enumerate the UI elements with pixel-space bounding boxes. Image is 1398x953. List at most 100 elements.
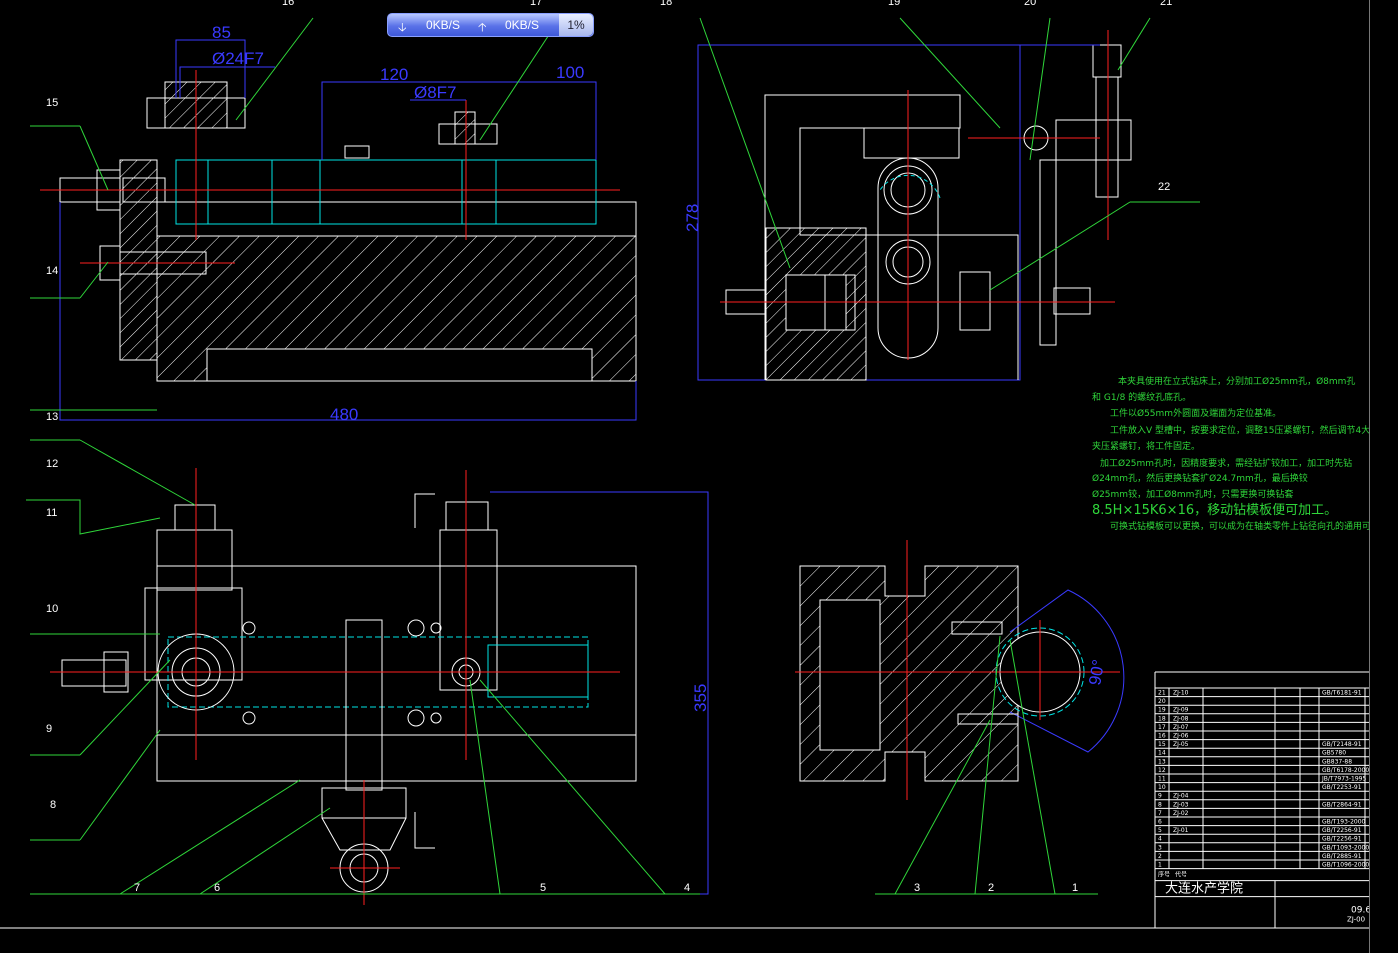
bom-seq-header: 序号 [1158, 871, 1170, 879]
bom-row-no: 12 [1158, 767, 1166, 774]
part-label-1: 1 [1072, 882, 1078, 894]
bom-row-code: ZJ-03 [1173, 801, 1189, 808]
cpu-percent: 1% [559, 14, 593, 36]
technical-notes: 本夹具使用在立式钻床上，分别加工Ø25mm孔，Ø8mm孔 和 G1/8 的螺纹孔… [1092, 375, 1398, 532]
bom-row-no: 20 [1158, 698, 1166, 705]
part-label-21: 21 [1160, 0, 1172, 8]
part-label-14: 14 [46, 265, 58, 277]
dim-8f7: Ø8F7 [414, 83, 457, 102]
dim-120: 120 [380, 65, 408, 84]
bom-row-code: ZJ-05 [1173, 741, 1189, 748]
dim-278: 278 [683, 204, 702, 232]
bom-row-standard: GB/T2148-91 [1322, 741, 1362, 748]
bom-row-no: 18 [1158, 715, 1166, 722]
top-view [26, 439, 709, 905]
bom-row-standard: GB/T6181-91 [1322, 690, 1362, 697]
dim-100: 100 [556, 63, 584, 82]
bom-row-code: ZJ-10 [1173, 690, 1189, 697]
bom-row-standard: GB/T2253-91 [1322, 784, 1362, 791]
note-line-1: 本夹具使用在立式钻床上，分别加工Ø25mm孔，Ø8mm孔 [1118, 375, 1355, 387]
right-scroll-strip[interactable] [1369, 0, 1398, 953]
part-label-16: 16 [282, 0, 294, 8]
part-label-13: 13 [46, 411, 58, 423]
bom-row-no: 11 [1158, 776, 1166, 783]
bom-row-standard: GB/T6178-2000 [1322, 767, 1369, 774]
bom-row-standard: GB837-88 [1322, 758, 1352, 765]
part-label-19: 19 [888, 0, 900, 8]
bom-row-standard: GB/T2256-91 [1322, 836, 1362, 843]
part-label-3: 3 [914, 882, 920, 894]
bom-row-code: ZJ-08 [1173, 715, 1189, 722]
bom-row-no: 13 [1158, 758, 1166, 765]
bom-row-no: 3 [1158, 844, 1162, 851]
bom-row-no: 16 [1158, 733, 1166, 740]
bom-row-standard: JB/T7973-1995 [1321, 776, 1366, 783]
bom-row-no: 14 [1158, 750, 1166, 757]
bom-row-no: 4 [1158, 836, 1162, 843]
bom-row-standard: GB5780 [1322, 750, 1346, 757]
dim-90-deg: 90° [1085, 658, 1108, 687]
part-label-2: 2 [988, 882, 994, 894]
note-line-6: 加工Ø25mm孔时，因精度要求，需经钻扩铰加工，加工时先钻 [1100, 457, 1352, 469]
note-line-5: 夹压紧螺钉，将工件固定。 [1092, 440, 1200, 452]
part-label-18: 18 [660, 0, 672, 8]
bom-row-standard: GB/T2864-91 [1322, 801, 1362, 808]
bom-row-code: ZJ-06 [1173, 733, 1189, 740]
bom-row-standard: GB/T2256-91 [1322, 827, 1362, 834]
bom-row-no: 8 [1158, 801, 1162, 808]
note-line-9: 8.5H×15K6×16，移动钻模板便可加工。 [1092, 503, 1337, 518]
note-line-2: 和 G1/8 的螺纹孔底孔。 [1092, 391, 1191, 403]
bom-row-code: ZJ-02 [1173, 810, 1189, 817]
note-line-4: 工件放入V 型槽中，按要求定位，调整15压紧螺钉，然后调节4大滑 [1110, 424, 1379, 436]
front-view [30, 17, 637, 421]
bom-row-no: 17 [1158, 724, 1166, 731]
bom-row-standard: GB/T1093-2000 [1322, 844, 1369, 851]
bom-row-code: ZJ-04 [1173, 793, 1189, 800]
download-arrow-icon: 🡣 [398, 20, 407, 34]
bom-row-no: 7 [1158, 810, 1162, 817]
part-label-11: 11 [46, 507, 57, 519]
part-label-7: 7 [134, 882, 140, 894]
bom-row-code: ZJ-09 [1173, 707, 1189, 714]
part-label-20: 20 [1024, 0, 1036, 8]
note-line-3: 工件以Ø55mm外圆面及端面为定位基准。 [1110, 407, 1281, 419]
part-label-6: 6 [214, 882, 220, 894]
drawing-number: ZJ-00 [1347, 916, 1365, 924]
part-label-10: 10 [46, 603, 58, 615]
part-label-4: 4 [684, 882, 690, 894]
part-label-12: 12 [46, 458, 58, 470]
bom-row-code: ZJ-01 [1173, 827, 1189, 834]
note-line-10: 可换式钻模板可以更换，可以成为在轴类零件上钻径向孔的通用可调夹具。 [1110, 520, 1398, 532]
bom-row-code: ZJ-07 [1173, 724, 1189, 731]
bom-row-no: 19 [1158, 707, 1166, 714]
bom-row-no: 15 [1158, 741, 1166, 748]
part-label-17: 17 [530, 0, 542, 8]
bom-row-standard: GB/T193-2000 [1322, 819, 1366, 826]
bom-code-header: 代号 [1175, 871, 1187, 879]
part-label-9: 9 [46, 723, 52, 735]
part-label-22: 22 [1158, 181, 1170, 193]
network-speed-widget[interactable]: 🡣 0KB/S 🡡 0KB/S 1% [387, 13, 594, 37]
bom-row-no: 21 [1158, 690, 1166, 697]
part-label-8: 8 [50, 799, 56, 811]
download-speed: 0KB/S [426, 18, 461, 32]
upload-speed: 0KB/S [505, 18, 540, 32]
part-label-15: 15 [46, 97, 58, 109]
dim-480: 480 [330, 405, 358, 424]
upload-arrow-icon: 🡡 [478, 20, 487, 34]
bom-row-no: 1 [1158, 862, 1162, 869]
bom-row-no: 2 [1158, 853, 1162, 860]
bom-row-no: 6 [1158, 819, 1162, 826]
bom-row-no: 10 [1158, 784, 1166, 791]
part-label-5: 5 [540, 882, 546, 894]
school-name: 大连水产学院 [1165, 881, 1243, 897]
dim-355: 355 [691, 684, 710, 712]
side-view [697, 17, 1200, 381]
dim-85: 85 [212, 23, 231, 42]
bom-row-no: 5 [1158, 827, 1162, 834]
bom-row-standard: GB/T2885-91 [1322, 853, 1362, 860]
drawing-date: 09.6 [1351, 906, 1371, 916]
note-line-8: Ø25mm铰，加工Ø8mm孔时，只需更换可换钻套 [1092, 488, 1293, 500]
